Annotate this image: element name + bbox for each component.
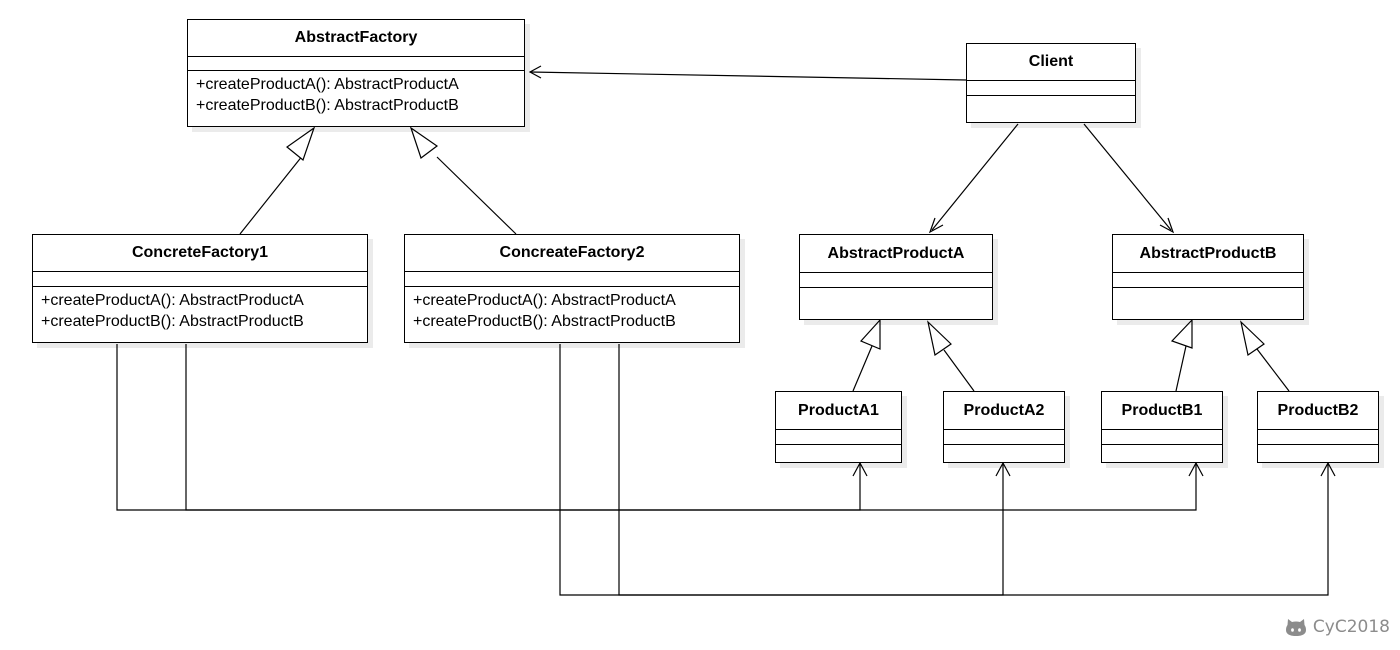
- watermark: CyC2018: [1285, 617, 1390, 637]
- generalization-cf1: [239, 154, 304, 235]
- class-client[interactable]: Client: [966, 43, 1136, 123]
- class-attributes: [944, 430, 1064, 445]
- arrowhead-producta1: [852, 461, 868, 477]
- dependency-cf2-producta2: [559, 344, 1004, 596]
- class-attributes: [405, 272, 739, 287]
- method-create-product-b: +createProductB(): AbstractProductB: [41, 313, 304, 330]
- class-methods: +createProductA(): AbstractProductA +cre…: [33, 287, 367, 332]
- class-attributes: [188, 57, 524, 71]
- generalization-triangle-productb1: [1170, 318, 1193, 349]
- class-name: ProductA1: [776, 392, 901, 430]
- class-attributes: [800, 273, 992, 288]
- class-name: ConcreateFactory2: [405, 235, 739, 272]
- generalization-triangle-producta2: [927, 320, 952, 357]
- class-name: AbstractFactory: [188, 20, 524, 57]
- generalization-triangle-producta1: [859, 318, 881, 350]
- class-attributes: [33, 272, 367, 287]
- method-create-product-a: +createProductA(): AbstractProductA: [196, 76, 459, 93]
- watermark-text: CyC2018: [1312, 617, 1390, 637]
- class-product-a1[interactable]: ProductA1: [775, 391, 902, 463]
- arrowhead-productb1: [1188, 461, 1204, 477]
- github-icon: [1285, 619, 1306, 636]
- class-product-b2[interactable]: ProductB2: [1257, 391, 1379, 463]
- association-client-abstractproducta: [931, 123, 1019, 231]
- class-attributes: [967, 81, 1135, 96]
- arrowhead-client-abstractproducta: [928, 217, 944, 234]
- class-name: ProductB1: [1102, 392, 1222, 430]
- class-abstract-product-a[interactable]: AbstractProductA: [799, 234, 993, 320]
- class-product-a2[interactable]: ProductA2: [943, 391, 1065, 463]
- class-concrete-factory-2[interactable]: ConcreateFactory2 +createProductA(): Abs…: [404, 234, 740, 343]
- dependency-cf1-producta1: [116, 344, 861, 511]
- class-name: AbstractProductA: [800, 235, 992, 273]
- generalization-triangle-cf2: [409, 126, 439, 159]
- generalization-producta2: [943, 349, 975, 392]
- class-attributes: [776, 430, 901, 445]
- class-product-b1[interactable]: ProductB1: [1101, 391, 1223, 463]
- arrowhead-client-abstractfactory: [528, 65, 542, 79]
- dependency-cf2-productb2: [618, 344, 1329, 596]
- association-client-abstractproductb: [1083, 123, 1172, 231]
- arrowhead-productb2: [1320, 461, 1336, 477]
- method-create-product-b: +createProductB(): AbstractProductB: [413, 313, 676, 330]
- class-methods: +createProductA(): AbstractProductA +cre…: [405, 287, 739, 332]
- class-methods: +createProductA(): AbstractProductA +cre…: [188, 71, 524, 116]
- generalization-producta1: [852, 345, 873, 392]
- class-abstract-product-b[interactable]: AbstractProductB: [1112, 234, 1304, 320]
- class-name: AbstractProductB: [1113, 235, 1303, 273]
- method-create-product-b: +createProductB(): AbstractProductB: [196, 97, 459, 114]
- generalization-cf2: [436, 156, 517, 235]
- class-name: ConcreteFactory1: [33, 235, 367, 272]
- generalization-productb2: [1256, 348, 1290, 392]
- class-name: Client: [967, 44, 1135, 81]
- generalization-triangle-productb2: [1240, 320, 1265, 357]
- class-concrete-factory-1[interactable]: ConcreteFactory1 +createProductA(): Abst…: [32, 234, 368, 343]
- method-create-product-a: +createProductA(): AbstractProductA: [413, 292, 676, 309]
- arrowhead-client-abstractproductb: [1159, 217, 1175, 234]
- class-name: ProductA2: [944, 392, 1064, 430]
- class-attributes: [1258, 430, 1378, 445]
- class-abstract-factory[interactable]: AbstractFactory +createProductA(): Abstr…: [187, 19, 525, 127]
- class-attributes: [1102, 430, 1222, 445]
- class-attributes: [1113, 273, 1303, 288]
- class-name: ProductB2: [1258, 392, 1378, 430]
- method-create-product-a: +createProductA(): AbstractProductA: [41, 292, 304, 309]
- association-client-abstractfactory: [529, 71, 967, 81]
- generalization-triangle-cf1: [286, 126, 316, 162]
- dependency-cf1-productb1: [185, 344, 1197, 511]
- generalization-productb1: [1175, 345, 1187, 392]
- arrowhead-producta2: [995, 461, 1011, 477]
